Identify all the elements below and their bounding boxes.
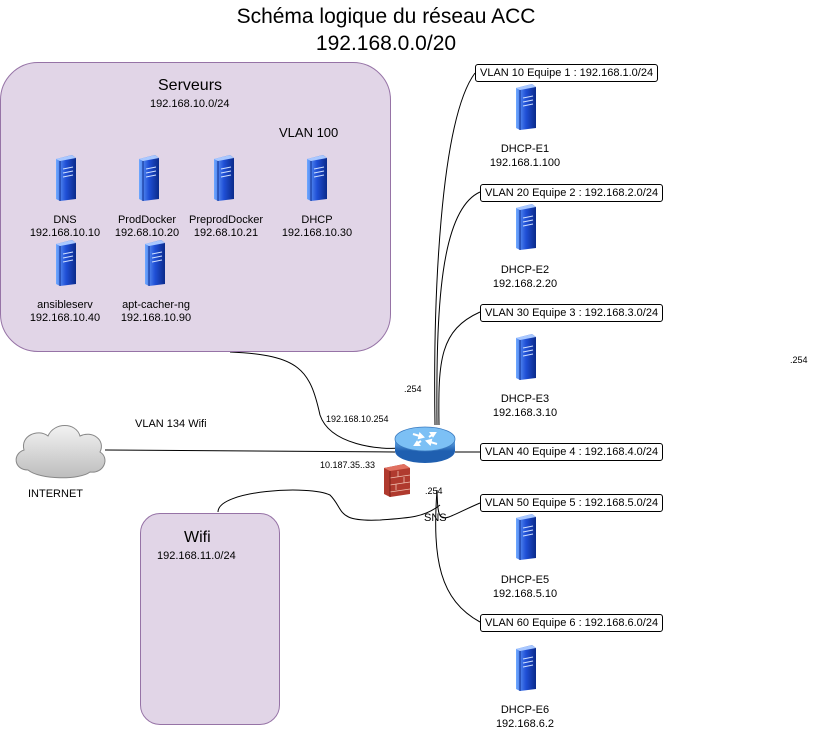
diagram-title: Schéma logique du réseau ACC [236, 5, 536, 28]
link-vlan20 [436, 191, 481, 426]
server-name: ProdDocker [117, 214, 177, 226]
link-vlan30 [438, 311, 481, 426]
dhcp-e5-server-icon [512, 514, 536, 560]
dhcp-ip: 192.168.3.10 [492, 407, 558, 419]
proddocker-server-icon [135, 155, 159, 201]
diagram-subtitle: 192.168.0.0/20 [315, 32, 457, 55]
server-name: PreprodDocker [189, 214, 263, 226]
server-ip: 192.68.10.20 [114, 227, 180, 239]
dhcp-server-icon [303, 155, 327, 201]
wifi-zone-label: Wifi [184, 529, 211, 546]
link-servers-router [229, 351, 401, 449]
server-name: apt-cacher-ng [122, 299, 190, 311]
servers-zone [0, 62, 391, 352]
servers-zone-subnet: 192.168.10.0/24 [150, 98, 230, 110]
dhcp-name: DHCP-E2 [500, 264, 550, 276]
dhcp-e6-server-icon [512, 645, 536, 691]
router-ip-wifi: .254 [425, 486, 443, 496]
server-name: DNS [53, 214, 77, 226]
server-ip: 192.68.10.21 [193, 227, 259, 239]
dhcp-ip: 192.168.1.100 [489, 157, 561, 169]
server-name: DHCP [301, 214, 333, 226]
dhcp-name: DHCP-E1 [500, 143, 550, 155]
preproddocker-server-icon [210, 155, 234, 201]
dhcp-name: DHCP-E5 [500, 574, 550, 586]
dns-server-icon [52, 155, 76, 201]
server-ip: 192.168.10.40 [29, 312, 101, 324]
server-name: ansibleserv [37, 299, 93, 311]
ansibleserv-server-icon [52, 240, 76, 286]
router-name: SNS [424, 512, 447, 524]
vlan-box-60: VLAN 60 Equipe 6 : 192.168.6.0/24 [480, 614, 664, 632]
router-ip-wan: 10.187.35..33 [320, 460, 376, 470]
stray-ip-label: .254 [790, 355, 808, 365]
internet-label: INTERNET [28, 488, 83, 500]
router-ip-servers: 192.168.10.254 [326, 414, 389, 424]
dhcp-e2-server-icon [512, 204, 536, 250]
server-ip: 192.168.10.90 [120, 312, 192, 324]
vlan-box-40: VLAN 40 Equipe 4 : 192.168.4.0/24 [480, 443, 664, 461]
router-icon [394, 426, 456, 463]
dhcp-ip: 192.168.6.2 [495, 718, 555, 730]
dhcp-ip: 192.168.2.20 [492, 278, 558, 290]
link-vlan10 [434, 72, 476, 426]
vlan-box-30: VLAN 30 Equipe 3 : 192.168.3.0/24 [480, 304, 664, 322]
dhcp-name: DHCP-E6 [500, 704, 550, 716]
internet-cloud-icon [15, 425, 106, 479]
link-vlan50 [436, 489, 481, 519]
servers-zone-label: Serveurs [158, 77, 223, 94]
dhcp-e1-server-icon [512, 84, 536, 130]
server-ip: 192.168.10.30 [281, 227, 353, 239]
firewall-icon [384, 464, 411, 497]
wifi-zone [140, 513, 280, 725]
link-wifi-router [217, 489, 441, 521]
aptcacher-server-icon [141, 240, 165, 286]
wifi-zone-subnet: 192.168.11.0/24 [157, 550, 236, 562]
link-vlan60 [435, 489, 481, 623]
dhcp-e3-server-icon [512, 334, 536, 380]
servers-vlan-label: VLAN 100 [279, 125, 339, 140]
vlan-box-20: VLAN 20 Equipe 2 : 192.168.2.0/24 [480, 184, 664, 202]
dhcp-name: DHCP-E3 [500, 393, 550, 405]
router-ip-top: .254 [404, 384, 422, 394]
vlan-wifi-label: VLAN 134 Wifi [135, 418, 207, 430]
dhcp-ip: 192.168.5.10 [492, 588, 558, 600]
server-ip: 192.168.10.10 [29, 227, 101, 239]
link-internet-router [104, 449, 396, 453]
vlan-box-10: VLAN 10 Equipe 1 : 192.168.1.0/24 [475, 64, 659, 82]
vlan-box-50: VLAN 50 Equipe 5 : 192.168.5.0/24 [480, 494, 664, 512]
